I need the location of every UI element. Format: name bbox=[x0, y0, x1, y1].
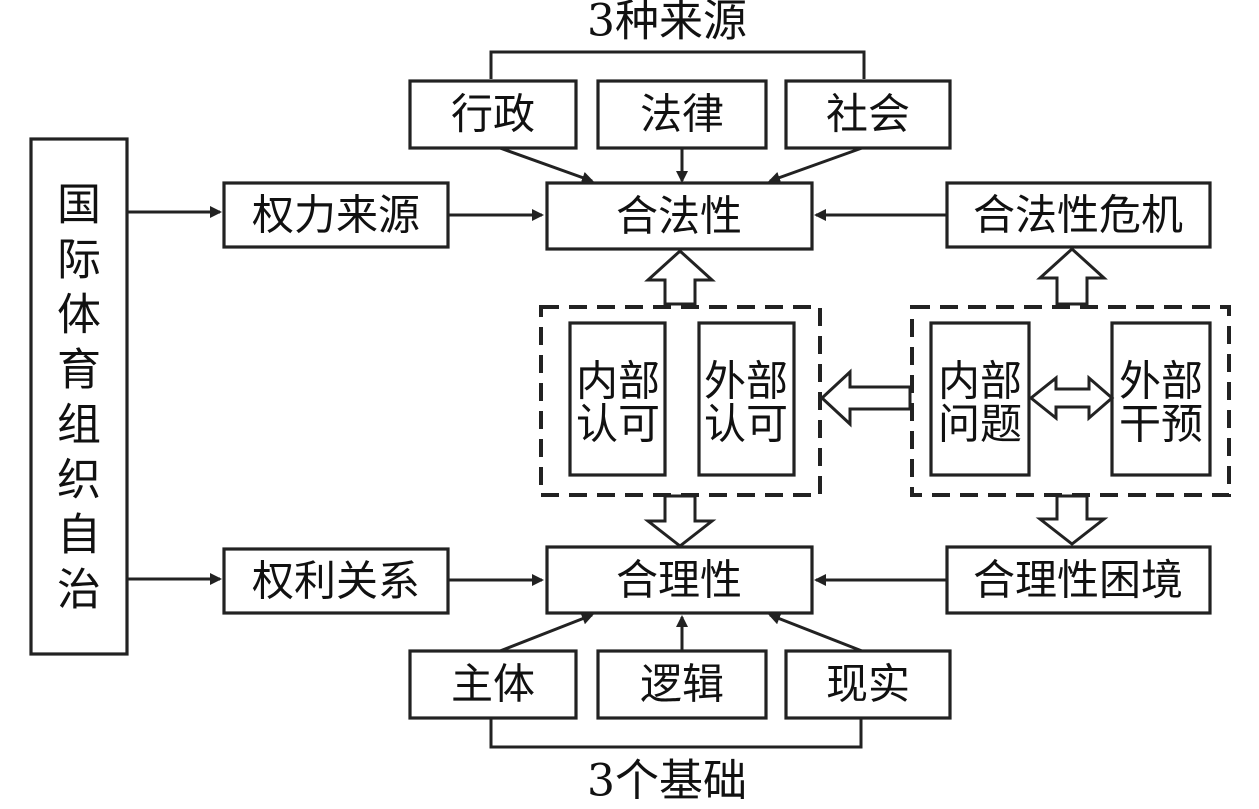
external-recognition-box bbox=[697, 321, 796, 477]
legitimacy-label: 合法性 bbox=[616, 192, 742, 241]
foundation-subject-label: 主体 bbox=[451, 660, 535, 709]
source-law-label: 法律 bbox=[640, 90, 724, 139]
foundation-reality-label: 现实 bbox=[826, 660, 910, 709]
foundation-logic-label: 逻辑 bbox=[640, 660, 724, 709]
rationality-dilemma-box bbox=[945, 545, 1212, 615]
international-sports-autonomy-text: 国际体育组织自治 bbox=[57, 179, 101, 615]
problem-to-legitimacy-crisis-hollow-arrow bbox=[1036, 246, 1108, 306]
foundation-reality-arrow bbox=[768, 613, 863, 653]
internal-problem-line2: 问题 bbox=[938, 400, 1022, 449]
recognition-dashed-group bbox=[539, 305, 822, 497]
right-group-to-left-group-hollow-arrow bbox=[819, 368, 912, 428]
international-sports-autonomy-box bbox=[29, 137, 129, 656]
power-source-label: 权力来源 bbox=[252, 191, 420, 240]
bottom-foundation-bracket bbox=[489, 718, 863, 749]
foundation-subject-arrow bbox=[499, 613, 594, 653]
source-society-label: 社会 bbox=[826, 90, 910, 139]
external-recognition-line2: 认可 bbox=[704, 400, 788, 449]
problem-to-rationality-dilemma-hollow-arrow bbox=[1035, 494, 1109, 546]
legitimacy-box bbox=[545, 181, 814, 251]
internal-external-bidirectional-hollow-arrow bbox=[1028, 374, 1115, 422]
rights-relation-box bbox=[222, 547, 450, 615]
external-intervention-line1: 外部 bbox=[1119, 357, 1203, 406]
foundation-logic-box bbox=[596, 649, 768, 720]
internal-problem-line1: 内部 bbox=[938, 357, 1022, 406]
recognition-to-rationality-hollow-arrow bbox=[643, 494, 717, 548]
bottom-group-label: 3个基础 bbox=[587, 756, 747, 807]
source-administrative-box bbox=[408, 79, 578, 150]
foundation-subject-box bbox=[408, 649, 578, 720]
rationality-box bbox=[545, 545, 814, 615]
rationality-dilemma-label: 合理性困境 bbox=[973, 556, 1183, 605]
external-intervention-box bbox=[1110, 321, 1212, 477]
internal-recognition-line1: 内部 bbox=[576, 357, 660, 406]
legitimacy-crisis-box bbox=[945, 181, 1212, 249]
rationality-label: 合理性 bbox=[616, 556, 742, 605]
source-administrative-label: 行政 bbox=[451, 90, 535, 139]
legitimacy-crisis-label: 合法性危机 bbox=[973, 191, 1183, 240]
top-source-bracket bbox=[489, 50, 866, 79]
external-intervention-line2: 干预 bbox=[1119, 400, 1203, 449]
internal-problem-box bbox=[929, 321, 1031, 477]
source-society-box bbox=[784, 79, 952, 150]
top-group-label: 3种来源 bbox=[587, 0, 747, 47]
internal-recognition-box bbox=[568, 321, 667, 477]
source-administrative-arrow bbox=[499, 146, 594, 184]
recognition-to-legitimacy-hollow-arrow bbox=[644, 248, 716, 306]
foundation-reality-box bbox=[784, 649, 952, 720]
external-recognition-line1: 外部 bbox=[704, 357, 788, 406]
internal-recognition-line2: 认可 bbox=[576, 400, 660, 449]
source-society-arrow bbox=[768, 146, 863, 184]
rights-relation-label: 权利关系 bbox=[252, 557, 420, 606]
